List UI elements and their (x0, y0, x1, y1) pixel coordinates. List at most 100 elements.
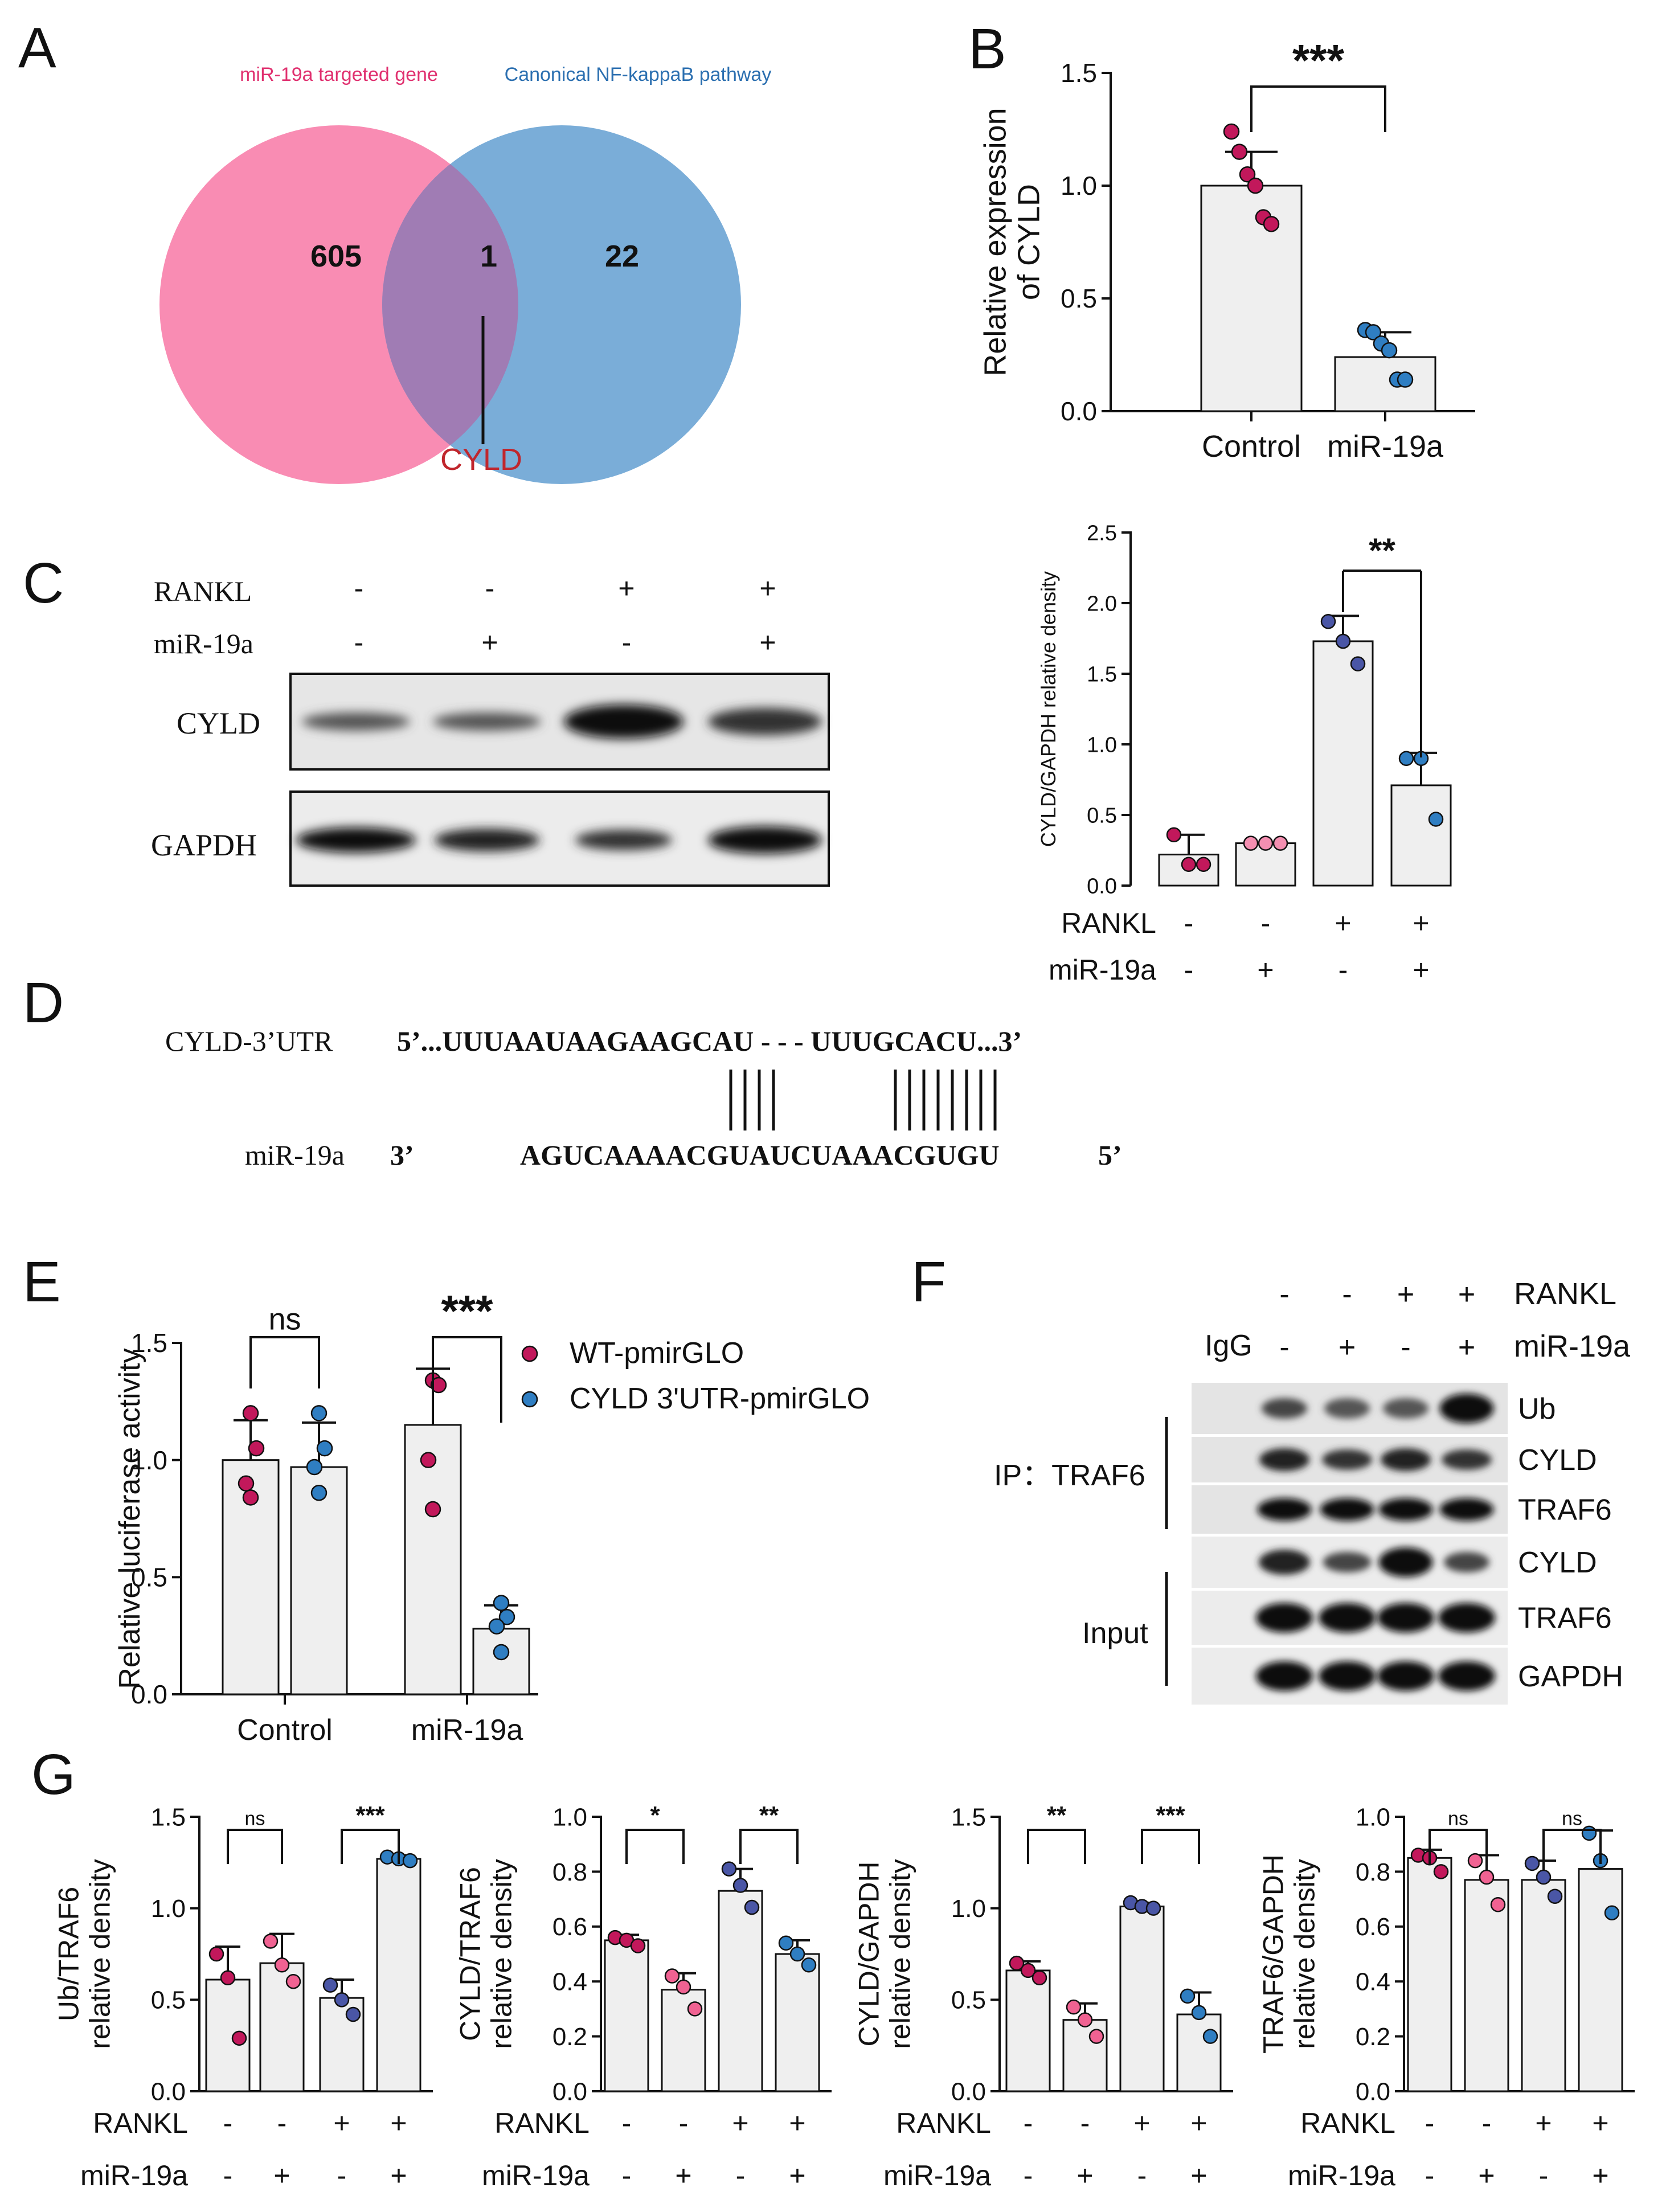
data-point (1247, 177, 1264, 194)
x-tick-label: Control (1202, 429, 1301, 464)
condition-sign: - (223, 2160, 233, 2191)
data-point (1320, 613, 1336, 629)
legend-label: WT-pmirGLO (570, 1337, 744, 1370)
y-tick-label: 2.0 (1087, 592, 1117, 616)
blot-f-band (1257, 1498, 1312, 1521)
blot-f-band (1256, 1603, 1313, 1633)
y-tick-label: 1.0 (1356, 1803, 1390, 1831)
significance-bracket (227, 1829, 283, 1864)
y-tick-label: 0.0 (131, 1680, 167, 1709)
data-point (744, 1899, 760, 1915)
bar (1119, 1905, 1165, 2092)
y-tick-label: 1.0 (552, 1803, 587, 1831)
y-tick-label: 0.8 (1356, 1858, 1390, 1886)
data-point (1196, 857, 1211, 872)
data-point (1088, 2029, 1104, 2044)
blot-c-gapdh-band (575, 830, 672, 850)
blot-f-band (1323, 1552, 1372, 1572)
significance-bracket (1542, 1829, 1602, 1864)
blot-c-cyld-band (302, 712, 410, 731)
condition-sign: - (1482, 2107, 1492, 2139)
y-tick-label: 0.5 (131, 1562, 167, 1592)
y-tick-label: 0.4 (552, 1968, 587, 1996)
y-tick-label: 0.2 (1356, 2023, 1390, 2051)
data-point (1166, 827, 1182, 842)
data-point (1258, 835, 1274, 851)
bar (1005, 1969, 1051, 2092)
pairing-lines (729, 1070, 997, 1130)
mir-label: miR-19a (245, 1139, 345, 1171)
data-point (420, 1452, 437, 1468)
data-point (402, 1853, 418, 1869)
y-tick-label: 0.8 (552, 1858, 587, 1886)
data-point (1604, 1905, 1620, 1920)
legend-marker (521, 1391, 538, 1408)
y-tick-label: 0.5 (151, 1986, 186, 2014)
condition-sign: + (1190, 2160, 1207, 2191)
data-point (231, 2030, 247, 2046)
blot-f-band (1377, 1603, 1434, 1633)
panel-a-letter: A (18, 16, 56, 80)
bar (1464, 1879, 1509, 2092)
condition-sign: - (1539, 2160, 1549, 2191)
data-point (1398, 751, 1414, 767)
condition-sign: - (1425, 2160, 1435, 2191)
bar (775, 1953, 820, 2092)
y-tick-label: 0.0 (951, 2078, 986, 2106)
data-point (1381, 342, 1398, 359)
data-point (687, 2001, 703, 2017)
mir-end-5prime: 5’ (1098, 1139, 1122, 1171)
significance-bracket (1428, 1829, 1488, 1864)
y-tick-label: 1.0 (951, 1895, 986, 1923)
data-point (248, 1440, 265, 1457)
significance-label: *** (1292, 35, 1345, 85)
condition-sign: + (1592, 2107, 1608, 2139)
condition-sign: + (732, 2107, 748, 2139)
significance-bracket (739, 1829, 799, 1864)
venn-only-set1-count: 605 (310, 239, 362, 273)
y-tick-label: 1.0 (1061, 171, 1097, 200)
panel-e-letter: E (23, 1250, 61, 1314)
condition-label: miR-19a (80, 2160, 188, 2191)
data-point (732, 1878, 748, 1893)
data-point (1479, 1869, 1495, 1885)
venn-overlap-count: 1 (480, 239, 497, 273)
mir-sequence: AGUCAAAACGUAUCUAAACGUGU (520, 1139, 1000, 1171)
blot-c-sign: - (354, 572, 364, 604)
data-point (242, 1489, 259, 1506)
bar (376, 1858, 421, 2092)
blot-f-sign: - (1279, 1331, 1289, 1364)
blot-f-band (1322, 1449, 1372, 1470)
panel-d-letter: D (23, 971, 64, 1035)
condition-label: RANKL (93, 2107, 188, 2139)
bar (1578, 1868, 1623, 2092)
condition-sign: + (390, 2107, 407, 2139)
data-point (1350, 656, 1366, 671)
significance-label: *** (441, 1286, 493, 1336)
data-point (1231, 144, 1248, 160)
blot-f-band (1262, 1398, 1307, 1419)
y-axis-label: CYLD/GAPDH relative density (1037, 571, 1060, 847)
condition-sign: - (1184, 954, 1194, 986)
y-axis-label: Relative expressionof CYLD (978, 108, 1046, 376)
significance-bracket (432, 1336, 502, 1423)
condition-sign: + (1478, 2160, 1495, 2191)
blot-f-sign: + (1458, 1331, 1475, 1364)
blot-c-sign: - (485, 572, 495, 604)
venn-set1-label: miR-19a targeted gene (240, 64, 438, 85)
data-point (285, 1973, 301, 1989)
significance-label: *** (355, 1801, 385, 1829)
bar (472, 1628, 530, 1695)
blot-c-sign: - (354, 626, 364, 658)
significance-bracket (1250, 85, 1386, 132)
y-axis-label: CYLD/GAPDHrelative density (853, 1859, 916, 2049)
blot-f-band (1324, 1398, 1370, 1419)
blot-f-ip-label: IP：TRAF6 (994, 1459, 1145, 1492)
blot-f-sign: - (1279, 1278, 1289, 1311)
x-tick-label: miR-19a (411, 1714, 523, 1747)
bar (290, 1466, 348, 1695)
data-point (1490, 1896, 1506, 1912)
